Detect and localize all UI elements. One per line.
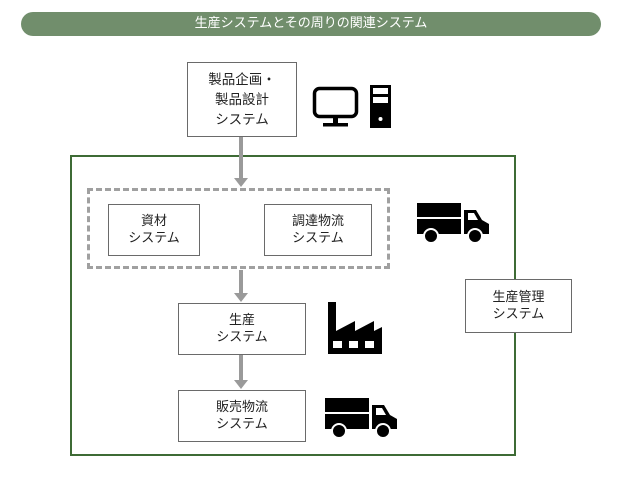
box-label: 製品企画・ (208, 71, 276, 88)
box-label: システム (492, 307, 545, 322)
arrowhead (234, 178, 248, 187)
materials-system-box: 資材 システム (108, 204, 200, 256)
box-label: 資材 (140, 214, 167, 229)
box-label: システム (215, 111, 269, 128)
box-label: 販売物流 (215, 400, 268, 415)
box-label: 生産 (228, 313, 255, 328)
monitor-icon (312, 86, 359, 127)
factory-icon (328, 302, 382, 354)
connector-line (239, 355, 243, 381)
arrowhead (234, 293, 248, 302)
diagram-title: 生産システムとその周りの関連システム (21, 12, 601, 36)
box-label: 調達物流 (291, 214, 344, 229)
pc-tower-icon (370, 85, 391, 128)
box-label: システム (292, 231, 344, 246)
material-procurement-group (87, 188, 390, 269)
box-label: 生産管理 (492, 290, 545, 305)
box-label: システム (216, 417, 268, 432)
procurement-logistics-system-box: 調達物流 システム (264, 204, 372, 256)
box-label: システム (216, 330, 268, 345)
truck-icon (417, 203, 489, 244)
truck-icon (325, 398, 397, 439)
connector-line (239, 270, 243, 294)
product-design-system-box: 製品企画・ 製品設計 システム (187, 62, 297, 137)
box-label: 製品設計 (215, 91, 269, 108)
arrowhead (234, 380, 248, 389)
production-management-system-box: 生産管理 システム (465, 279, 572, 333)
connector-line (239, 137, 243, 179)
box-label: システム (128, 231, 180, 246)
production-system-box: 生産 システム (178, 303, 306, 355)
sales-logistics-system-box: 販売物流 システム (178, 390, 306, 442)
